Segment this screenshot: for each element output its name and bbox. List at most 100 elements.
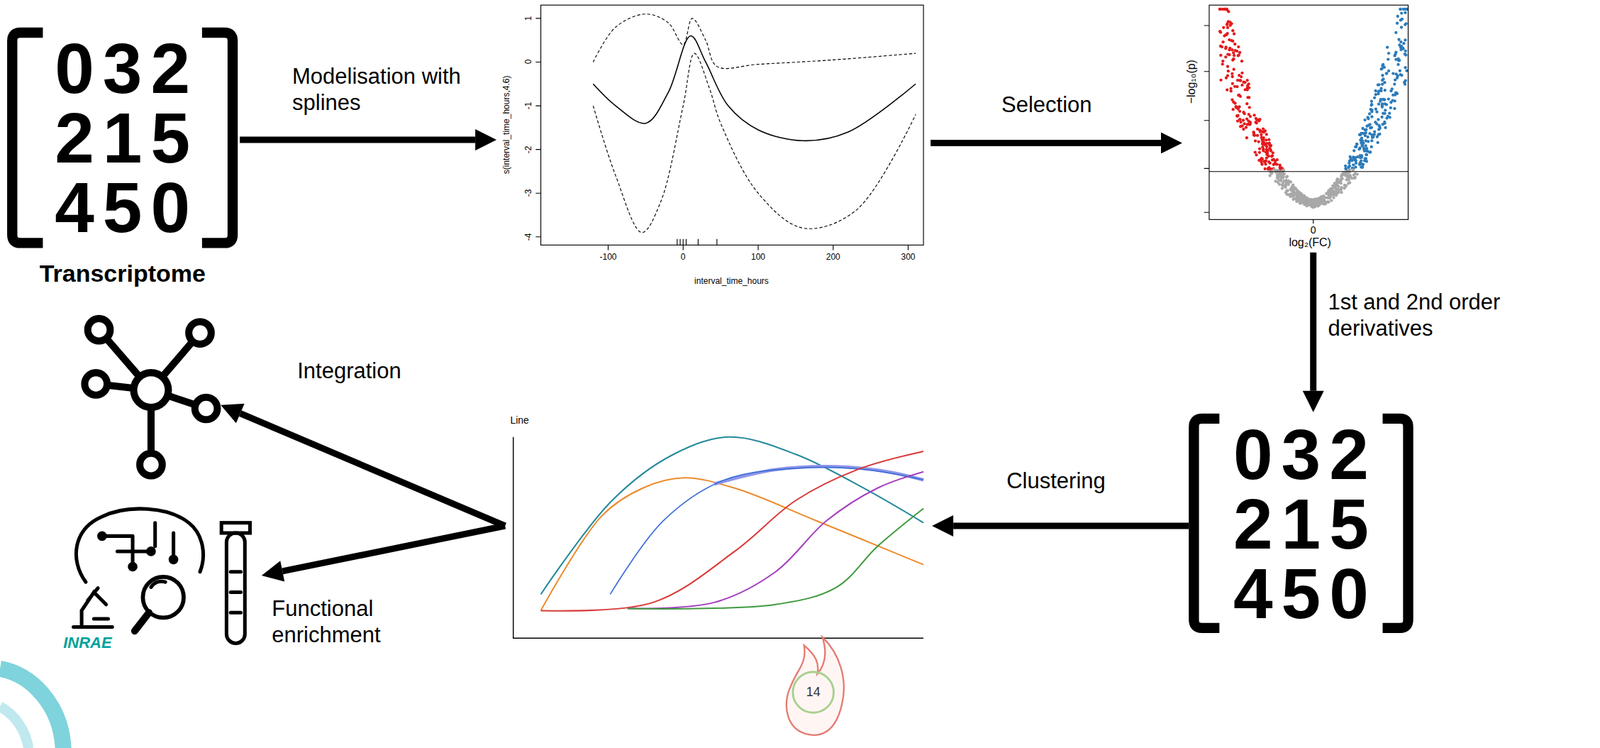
volcano-point <box>1393 52 1397 56</box>
volcano-point <box>1254 153 1258 157</box>
volcano-point <box>1387 51 1391 55</box>
volcano-point <box>1282 172 1286 176</box>
volcano-point <box>1269 167 1273 171</box>
volcano-point <box>1233 42 1237 46</box>
drawing-stroke <box>73 587 113 627</box>
volcano-point <box>1328 187 1332 191</box>
drawing-stroke <box>170 556 177 563</box>
matrix: 032 215 450Transcriptome <box>4 28 240 291</box>
tick-label: 0 <box>524 59 535 65</box>
volcano-point <box>1363 149 1366 153</box>
flow-arrow <box>239 136 476 144</box>
volcano-point <box>1236 45 1240 49</box>
volcano-point <box>1396 63 1400 66</box>
volcano-point <box>1253 134 1257 137</box>
volcano-point <box>1355 142 1359 146</box>
flow-arrow <box>240 412 505 526</box>
volcano-point <box>1339 190 1343 194</box>
volcano-point <box>1232 53 1236 57</box>
volcano-point <box>1365 159 1369 163</box>
matrix-values: 032 215 450 <box>29 33 216 242</box>
drawing-stroke <box>1382 418 1409 628</box>
volcano-point <box>1226 69 1230 73</box>
volcano-point <box>1371 134 1375 138</box>
network-dot <box>195 397 218 420</box>
volcano-point <box>1360 165 1364 169</box>
volcano-point <box>1247 82 1251 86</box>
volcano-point <box>1224 76 1228 80</box>
volcano-point <box>1270 154 1274 158</box>
volcano-point <box>1346 181 1350 185</box>
tick-label: 200 <box>826 252 841 263</box>
volcano-point <box>1400 73 1403 77</box>
volcano-point <box>1287 179 1291 183</box>
volcano-point <box>1264 138 1268 142</box>
flow-arrow <box>282 525 505 571</box>
tick-label: 100 <box>751 252 766 263</box>
illustration-group <box>0 4 1409 748</box>
volcano-point <box>1352 148 1356 152</box>
volcano-point <box>1248 122 1252 126</box>
volcano-point <box>1262 130 1266 134</box>
volcano-point <box>1358 138 1362 142</box>
matrix-title: Transcriptome <box>39 259 206 288</box>
volcano-point <box>1285 192 1289 196</box>
volcano-point <box>1224 55 1227 59</box>
volcano-point <box>1369 103 1373 107</box>
volcano-point <box>1397 38 1400 42</box>
volcano-point <box>1370 126 1374 130</box>
volcano-point <box>1339 180 1342 183</box>
drawing-stroke <box>151 580 166 587</box>
volcano-point <box>1231 39 1235 43</box>
volcano-point <box>1278 182 1281 186</box>
volcano-point <box>1241 118 1245 122</box>
drawing-stroke <box>99 532 106 540</box>
logo-text: INRAE <box>63 633 112 652</box>
volcano-point <box>1336 187 1340 191</box>
volcano-point <box>1236 53 1240 57</box>
volcano-point <box>1224 33 1227 37</box>
volcano-point <box>1385 46 1389 49</box>
volcano-point <box>1402 7 1405 11</box>
volcano-point <box>1327 194 1331 198</box>
volcano-point <box>1400 25 1403 29</box>
volcano-point <box>1351 168 1355 171</box>
volcano-point <box>1403 11 1407 15</box>
volcano-point <box>1231 75 1235 79</box>
volcano-point <box>1403 65 1407 69</box>
volcano-point <box>1335 190 1339 194</box>
volcano-point <box>1281 175 1285 179</box>
network-link <box>162 341 193 377</box>
volcano-point <box>1285 175 1288 179</box>
matrix: 032 215 450 <box>1188 413 1414 633</box>
volcano-point <box>1219 44 1222 48</box>
volcano-point <box>1360 126 1364 130</box>
network-dot <box>87 318 111 342</box>
volcano-point <box>1231 82 1235 86</box>
volcano-point <box>1392 107 1396 110</box>
network-icon <box>81 300 220 475</box>
volcano-point <box>1221 26 1225 30</box>
volcano-point <box>1280 186 1284 190</box>
edge-label: Integration <box>295 357 403 384</box>
edge-label: 1st and 2nd order derivatives <box>1326 288 1590 342</box>
network-hub <box>133 372 169 408</box>
volcano-point <box>1387 69 1391 73</box>
volcano-point <box>1266 167 1270 171</box>
volcano-point <box>1314 202 1318 205</box>
volcano-point <box>1365 135 1369 139</box>
volcano-point <box>1356 155 1359 159</box>
volcano-point <box>1218 7 1222 11</box>
volcano-point <box>1283 183 1287 187</box>
cluster-curves <box>541 436 925 611</box>
volcano-point <box>1394 90 1398 94</box>
chart-title: Line <box>509 414 529 426</box>
volcano-point <box>1240 71 1244 75</box>
volcano-point <box>1360 144 1364 148</box>
volcano-point <box>1295 194 1299 198</box>
volcano-point <box>1307 198 1310 202</box>
volcano-point <box>1235 49 1239 53</box>
volcano-point <box>1380 82 1384 86</box>
